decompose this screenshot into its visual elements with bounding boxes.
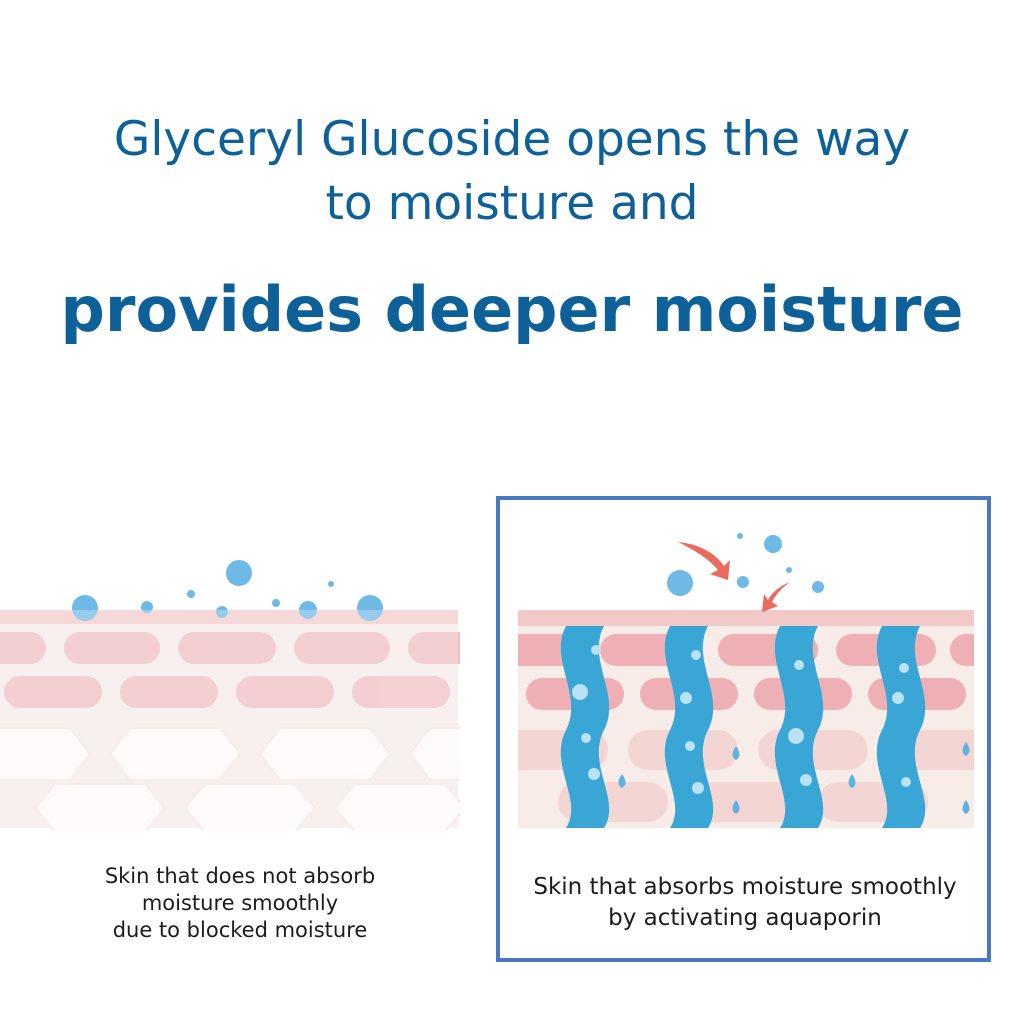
skin-cell	[294, 632, 390, 664]
water-drop	[962, 742, 970, 756]
hex-cell	[333, 783, 460, 830]
cell-row-upper	[0, 632, 460, 664]
headline-text: Glyceryl Glucoside opens the way to mois…	[0, 108, 1024, 236]
water-droplet	[764, 535, 782, 553]
blocked-skin-caption: Skin that does not absorb moisture smoot…	[60, 863, 420, 944]
aquaporin-channel	[664, 626, 714, 828]
water-droplet	[737, 576, 749, 588]
hex-cell	[33, 783, 167, 830]
skin-cell	[4, 676, 102, 708]
headline-line-1: Glyceryl Glucoside opens the way	[113, 112, 911, 167]
caption-line: by activating aquaporin	[608, 905, 882, 931]
water-droplet	[299, 601, 317, 619]
hex-cell	[408, 727, 460, 781]
water-drop	[848, 774, 856, 788]
blocked-skin-illustration	[0, 560, 460, 830]
skin-surface-layer	[0, 610, 458, 624]
water-droplet	[737, 533, 743, 539]
skin-cell	[64, 632, 160, 664]
water-droplet	[226, 560, 252, 586]
water-bubble	[691, 650, 701, 660]
water-bubble	[685, 741, 695, 751]
hex-cell	[258, 727, 392, 781]
water-drop	[732, 746, 740, 760]
skin-cell	[950, 634, 974, 666]
caption-line: due to blocked moisture	[112, 918, 368, 942]
skin-surface-layer	[518, 610, 974, 626]
water-droplet	[328, 581, 334, 587]
water-bubble	[591, 645, 601, 655]
water-droplet	[216, 606, 228, 618]
lower-cell	[688, 782, 798, 822]
hex-cell	[0, 727, 92, 781]
skin-cell	[120, 676, 218, 708]
water-droplet	[187, 590, 195, 598]
arrow-icon	[678, 542, 730, 580]
water-droplet	[357, 595, 383, 621]
water-bubble	[794, 660, 804, 670]
water-drop	[962, 800, 970, 814]
skin-cell	[178, 632, 276, 664]
hex-cell	[183, 783, 317, 830]
hex-cell	[108, 727, 242, 781]
water-drop	[618, 774, 626, 788]
water-droplet	[667, 570, 693, 596]
absorbed-drops	[618, 742, 970, 814]
aquaporin-skin-illustration	[518, 533, 974, 828]
absorption-arrows	[678, 542, 790, 612]
water-bubble	[680, 692, 692, 704]
skin-cell	[352, 676, 450, 708]
caption-line: Skin that does not absorb	[104, 864, 376, 888]
skin-cell	[236, 676, 334, 708]
aquaporin-skin-caption: Skin that absorbs moisture smoothly by a…	[500, 872, 990, 934]
water-droplet	[272, 599, 280, 607]
arrow-icon	[762, 582, 790, 612]
channel-bubbles	[572, 645, 911, 794]
water-bubble	[800, 774, 812, 786]
headline-line-2: to moisture and	[325, 176, 699, 231]
aquaporin-channel	[876, 626, 926, 828]
headline-emphasis: provides deeper moisture	[60, 273, 964, 346]
water-droplets	[667, 533, 824, 596]
water-bubble	[588, 768, 600, 780]
water-droplet	[786, 567, 792, 573]
caption-line: Skin that absorbs moisture smoothly	[533, 874, 957, 900]
water-bubble	[892, 692, 904, 704]
lower-cell-layer	[0, 727, 460, 830]
skin-cell	[408, 632, 460, 664]
fade-overlay	[0, 610, 458, 828]
water-droplets	[72, 560, 383, 621]
skin-cell	[0, 632, 46, 664]
water-droplet	[72, 595, 98, 621]
water-bubble	[901, 777, 911, 787]
water-bubble	[788, 728, 804, 744]
water-drop	[732, 800, 740, 814]
water-droplet	[812, 581, 824, 593]
water-bubble	[692, 782, 704, 794]
water-bubble	[581, 733, 591, 743]
aquaporin-panel-frame	[496, 496, 991, 962]
caption-line: moisture smoothly	[141, 891, 339, 915]
water-droplet	[141, 601, 153, 613]
water-bubble	[572, 684, 588, 700]
water-bubble	[899, 663, 909, 673]
cell-row-lower	[4, 676, 450, 708]
